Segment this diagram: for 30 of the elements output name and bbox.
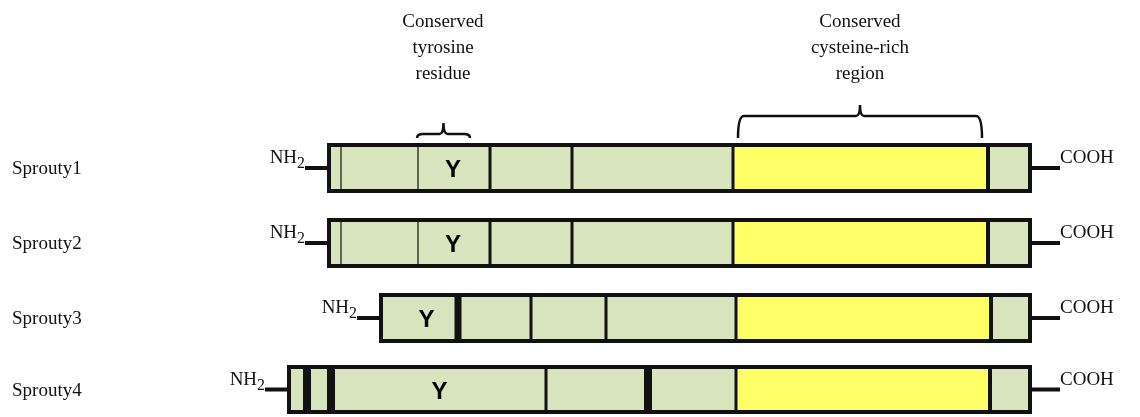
protein-bar bbox=[287, 365, 1032, 414]
terminus-label: COOH bbox=[1060, 221, 1114, 246]
protein-name: Sprouty4 bbox=[12, 378, 82, 401]
residue-letter: Y bbox=[418, 306, 435, 332]
terminus-label: COOH bbox=[1060, 367, 1114, 393]
protein-bar bbox=[379, 293, 1032, 343]
residue-letter: Y bbox=[445, 231, 461, 257]
terminus-line bbox=[1032, 316, 1060, 320]
protein-name: Sprouty1 bbox=[12, 157, 82, 179]
terminus-line bbox=[305, 166, 327, 170]
residue-letter: Y bbox=[431, 377, 448, 404]
terminus-label: COOH bbox=[1060, 146, 1114, 171]
protein-name: Sprouty3 bbox=[12, 307, 82, 329]
terminus-label: NH$_{2}$ bbox=[321, 296, 357, 321]
terminus-line bbox=[305, 241, 327, 245]
protein-name: Sprouty2 bbox=[12, 232, 82, 254]
terminus-line bbox=[1032, 387, 1060, 392]
terminus-label: NH$_{2}$ bbox=[229, 367, 265, 393]
terminus-label: NH$_{2}$ bbox=[269, 146, 305, 171]
terminus-line bbox=[265, 387, 287, 392]
terminus-label: NH$_{2}$ bbox=[269, 221, 305, 246]
terminus-line bbox=[1032, 241, 1060, 245]
annotation-text: Conserved cysteine-rich region bbox=[809, 9, 911, 85]
terminus-line bbox=[1032, 166, 1060, 170]
protein-bar bbox=[327, 143, 1032, 193]
annotation-text: Conserved tyrosine residue bbox=[401, 9, 485, 85]
protein-bar bbox=[327, 218, 1032, 268]
terminus-line bbox=[357, 316, 379, 320]
residue-letter: Y bbox=[445, 156, 461, 182]
terminus-label: COOH bbox=[1060, 296, 1114, 321]
